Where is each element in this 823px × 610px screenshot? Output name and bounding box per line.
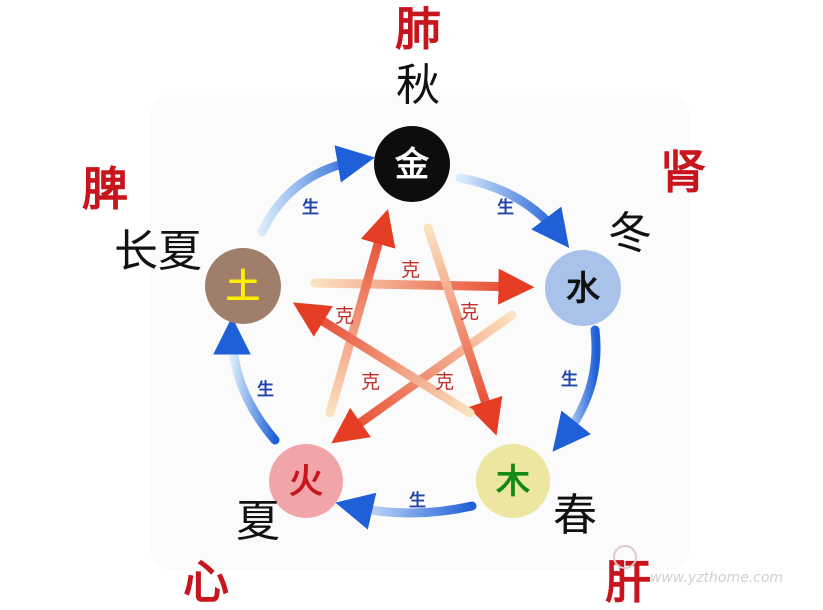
sheng-arrow-water-to-wood (552, 325, 601, 452)
ke-arrow-2 (331, 310, 517, 444)
metal-char: 金 (394, 145, 430, 185)
ke-arrow-1 (310, 268, 535, 305)
ke-arrow-3 (325, 209, 396, 418)
sheng-arrow-metal-to-water (455, 173, 570, 249)
sheng-label-earth-metal: 生 (302, 197, 319, 218)
watermark: www.yzthome.com (613, 545, 783, 586)
organ-heart: 心 (183, 555, 229, 609)
sheng-label-water-wood: 生 (561, 369, 578, 390)
sheng-label-wood-fire: 生 (409, 490, 426, 511)
organ-lung: 肺 (395, 2, 441, 56)
season-spring: 春 (553, 490, 597, 541)
season-summer: 夏 (236, 496, 280, 547)
season-long-summer: 长夏 (114, 226, 202, 277)
organ-kidney: 肾 (660, 145, 706, 199)
wood-circle (476, 444, 550, 518)
metal-circle (374, 126, 450, 202)
element-earth: 土 (205, 248, 281, 324)
fire-char: 火 (289, 462, 323, 502)
ke-arrow-5 (292, 302, 475, 418)
sheng-label-metal-water: 生 (497, 197, 514, 218)
ke-label-bottom-left: 克 (361, 371, 380, 393)
sheng-cycle (213, 145, 601, 530)
sheng-arrow-earth-to-metal (257, 145, 375, 237)
wood-char: 木 (495, 462, 530, 502)
ke-label-top: 克 (401, 259, 420, 281)
element-fire: 火 (269, 444, 343, 518)
water-char: 水 (566, 269, 601, 309)
watermark-text: www.yzthome.com (650, 570, 783, 586)
organ-liver: 肝 (605, 555, 651, 609)
ke-star (292, 209, 535, 444)
season-winter: 冬 (608, 208, 652, 259)
sheng-arrow-wood-to-fire (335, 492, 477, 530)
season-autumn: 秋 (396, 60, 440, 111)
sheng-arrow-fire-to-earth (213, 316, 280, 445)
earth-circle (205, 248, 281, 324)
element-wood: 木 (476, 444, 550, 518)
ke-label-left: 克 (335, 305, 354, 327)
earth-char: 土 (226, 267, 260, 307)
watermark-logo-icon (613, 545, 637, 569)
ke-label-right: 克 (460, 301, 479, 323)
water-circle (545, 250, 621, 326)
fire-circle (269, 444, 343, 518)
sheng-label-fire-earth: 生 (257, 379, 274, 400)
ke-arrow-4 (423, 223, 503, 436)
element-metal: 金 (374, 126, 450, 202)
ke-label-bottom-right: 克 (435, 371, 454, 393)
element-water: 水 (545, 250, 621, 326)
organ-spleen: 脾 (82, 162, 128, 216)
